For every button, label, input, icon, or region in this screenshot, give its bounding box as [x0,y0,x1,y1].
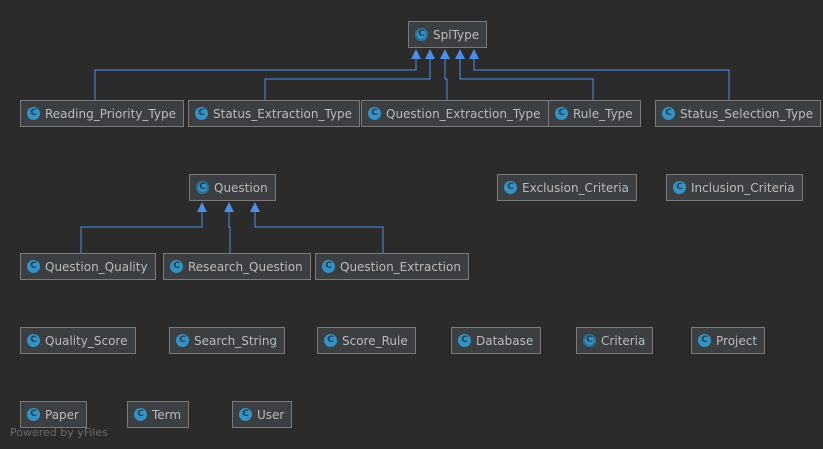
node-label: Criteria [601,333,646,348]
class-node-inclusion-criteria[interactable]: C Inclusion_Criteria [666,174,803,201]
node-label: Question_Extraction [340,259,461,274]
inheritance-arrowhead [224,202,234,212]
class-node-question-extraction-type[interactable]: C Question_Extraction_Type [361,100,549,127]
node-label: Rule_Type [573,106,633,121]
node-label: SplType [433,27,480,42]
inheritance-arrowhead [455,49,465,59]
class-node-spltype[interactable]: C SplType [408,21,488,48]
node-label: Question_Extraction_Type [386,106,541,121]
class-icon: C [134,408,147,421]
abstract-class-icon: C [196,181,209,194]
class-node-project[interactable]: C Project [691,327,766,354]
inheritance-edge [80,212,203,253]
inheritance-arrowhead [197,202,207,212]
inheritance-edge [94,59,417,100]
node-label: Research_Question [188,259,303,274]
node-label: Question_Quality [45,259,148,274]
class-icon: C [27,107,40,120]
class-node-question-extraction[interactable]: C Question_Extraction [315,253,469,280]
inheritance-edge [444,59,448,100]
node-label: Quality_Score [45,333,128,348]
class-node-exclusion-criteria[interactable]: C Exclusion_Criteria [497,174,637,201]
class-node-criteria[interactable]: C Criteria [576,327,654,354]
watermark: Powered by yFiles [10,426,108,439]
node-label: Search_String [194,333,278,348]
class-icon: C [458,334,471,347]
inheritance-arrowhead [440,49,450,59]
node-label: User [257,407,285,422]
inheritance-edge [473,59,730,100]
inheritance-edge [254,212,384,253]
class-icon: C [324,334,337,347]
class-node-question[interactable]: C Question [189,174,276,201]
node-label: Status_Extraction_Type [213,106,353,121]
class-node-quality-score[interactable]: C Quality_Score [20,327,136,354]
class-icon: C [27,334,40,347]
class-icon: C [27,260,40,273]
class-node-research-question[interactable]: C Research_Question [163,253,311,280]
inheritance-edge [228,212,231,253]
inheritance-arrowhead [469,49,479,59]
class-icon: C [170,260,183,273]
class-node-rule-type[interactable]: C Rule_Type [548,100,641,127]
class-icon: C [555,107,568,120]
class-node-question-quality[interactable]: C Question_Quality [20,253,156,280]
inheritance-arrowhead [425,49,435,59]
class-node-score-rule[interactable]: C Score_Rule [317,327,416,354]
node-label: Exclusion_Criteria [522,180,629,195]
class-icon: C [698,334,711,347]
class-node-status-selection-type[interactable]: C Status_Selection_Type [655,100,822,127]
class-icon: C [322,260,335,273]
class-icon: C [195,107,208,120]
abstract-class-icon: C [415,28,428,41]
class-icon: C [239,408,252,421]
class-icon: C [504,181,517,194]
class-node-reading-priority-type[interactable]: C Reading_Priority_Type [20,100,184,127]
class-node-paper[interactable]: C Paper [20,401,87,428]
class-node-user[interactable]: C User [232,401,293,428]
node-label: Question [214,180,268,195]
class-node-database[interactable]: C Database [451,327,542,354]
node-label: Project [716,333,758,348]
node-label: Database [476,333,534,348]
inheritance-arrowhead [411,49,421,59]
node-label: Reading_Priority_Type [45,106,176,121]
class-icon: C [673,181,686,194]
inheritance-edge [459,59,594,100]
inheritance-arrowhead [250,202,260,212]
class-node-search-string[interactable]: C Search_String [169,327,286,354]
class-icon: C [662,107,675,120]
abstract-class-icon: C [583,334,596,347]
class-icon: C [368,107,381,120]
node-label: Paper [45,407,79,422]
node-label: Term [152,407,182,422]
inheritance-edge [264,59,431,100]
class-icon: C [176,334,189,347]
node-label: Status_Selection_Type [680,106,814,121]
class-icon: C [27,408,40,421]
class-node-status-extraction-type[interactable]: C Status_Extraction_Type [188,100,361,127]
node-label: Inclusion_Criteria [691,180,795,195]
class-node-term[interactable]: C Term [127,401,190,428]
inheritance-edges [80,49,730,253]
node-label: Score_Rule [342,333,408,348]
